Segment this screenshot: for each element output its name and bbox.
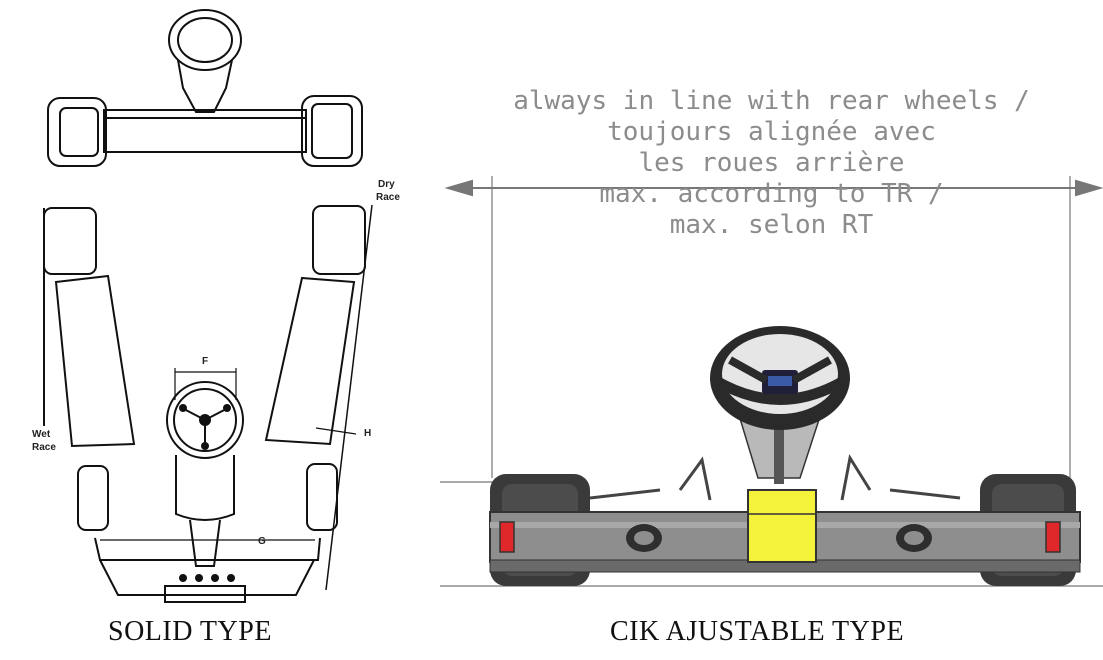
steering-wheel — [166, 381, 244, 459]
note-line-1: always in line with rear wheels / — [513, 86, 1030, 116]
rear-left-wheel — [77, 465, 109, 531]
front-right-wheel — [312, 205, 366, 275]
seat — [175, 455, 235, 521]
left-rear-light — [499, 521, 515, 553]
steering-column — [774, 404, 784, 484]
solid-type-caption: SOLID TYPE — [108, 616, 272, 647]
solid-type-diagram: Dry Race Wet Race F G H — [0, 0, 420, 610]
note-line-3: les roues arrière — [638, 148, 905, 178]
dry-race-line — [325, 204, 373, 591]
wet-race-label-2: Race — [32, 442, 56, 453]
cik-kart-drawing — [440, 176, 1103, 587]
front-left-wheel — [43, 207, 97, 275]
dry-race-label-2: Race — [376, 192, 400, 203]
steering-wheel — [710, 326, 850, 430]
rear-bumper — [94, 537, 321, 561]
front-assembly — [47, 9, 363, 167]
dim-g-label: G — [258, 536, 266, 547]
cik-adjustable-type-diagram — [440, 0, 1103, 610]
solid-type-kart-drawing: Dry Race Wet Race F G H — [32, 9, 400, 603]
dry-race-label-1: Dry — [378, 179, 395, 190]
left-sidepod — [54, 274, 136, 448]
dim-f-label: F — [202, 356, 208, 367]
right-rear-light — [1045, 521, 1061, 553]
rear-right-wheel — [306, 463, 338, 531]
cik-adjustable-type-caption: CIK AJUSTABLE TYPE — [610, 616, 905, 647]
note-line-2: toujours alignée avec — [607, 117, 936, 147]
right-sidepod — [264, 276, 356, 446]
number-plate — [747, 489, 817, 563]
note-line-5: max. selon RT — [669, 210, 874, 240]
alignment-note: always in line with rear wheels / toujou… — [440, 86, 1103, 241]
dim-h-label: H — [364, 428, 371, 439]
wet-race-label-1: Wet — [32, 429, 51, 440]
h-dimension-line — [315, 427, 357, 435]
note-line-4: max. according to TR / — [599, 179, 944, 209]
